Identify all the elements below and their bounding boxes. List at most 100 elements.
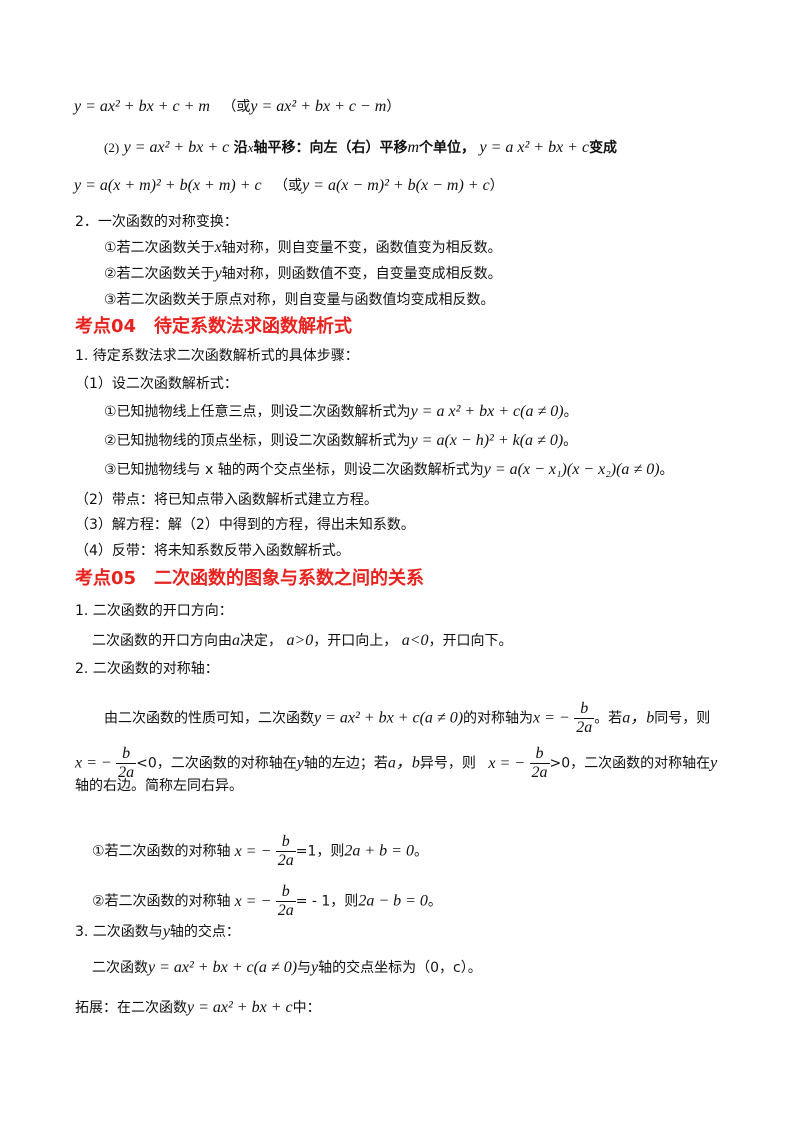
text: = - 1，则 (295, 893, 359, 910)
text: 。 (659, 462, 674, 478)
equation: x = − (488, 754, 526, 772)
fraction-numerator: b (275, 883, 296, 902)
text: 变成 (589, 140, 618, 156)
equation: y = ax² + bx + c (187, 999, 293, 1016)
paragraph: （1）设二次函数解析式： (75, 376, 238, 392)
text: <0，二次函数的对称轴在 (136, 755, 297, 772)
text: 决定， (240, 633, 282, 649)
text: ②若二次函数的对称轴 (92, 893, 231, 910)
item-number: (2) (104, 140, 120, 155)
paragraph: 2. 二次函数的对称轴： (75, 661, 219, 677)
text: 轴平移：向左（右）平移 (253, 140, 408, 156)
text: ） (386, 99, 401, 115)
text: =1，则 (295, 843, 345, 860)
equation: y = a(x − h)² + k(a ≠ 0) (410, 432, 564, 449)
list-item: ③已知抛物线与 x 轴的两个交点坐标，则设二次函数解析式为y = a(x − x… (104, 460, 674, 480)
text: 由二次函数的性质可知，二次函数 (104, 710, 314, 727)
fraction-denominator: 2a (576, 719, 593, 736)
text: ①已知抛物线上任意三点，则设二次函数解析式为 (104, 404, 411, 420)
text: （或 (274, 178, 303, 194)
equation: y = ax² + bx + c (123, 139, 230, 156)
text: 。 (563, 433, 578, 449)
variable: m (407, 139, 420, 156)
equation: y = ax² + bx + c + m (74, 98, 210, 115)
text: 二次函数的开口方向由 (92, 633, 232, 649)
text: 轴对称，则函数值不变，自变量变成相反数。 (221, 266, 502, 282)
text: 轴的左边；若 (303, 755, 388, 772)
text: ①若二次函数的对称轴 (92, 843, 231, 860)
equation: y = a x² + bx + c(a ≠ 0) (410, 403, 564, 420)
equation: y = ax² + bx + c(a ≠ 0) (148, 959, 298, 976)
equation: 2a − b = 0 (358, 892, 428, 910)
heading-04: 考点04 待定系数法求函数解析式 (75, 316, 353, 337)
formula-line-3: y = a(x + m)² + b(x + m) + c （或y = a(x −… (74, 176, 504, 196)
equation: x = − (75, 754, 112, 772)
variable: y (710, 754, 718, 772)
text: 二次函数 (92, 960, 148, 976)
fraction-numerator: b (574, 700, 595, 719)
equation: y = a(x − m)² + b(x − m) + c (302, 177, 490, 194)
paragraph: 二次函数的开口方向由a决定， a>0，开口向上， a<0，开口向下。 (92, 631, 513, 651)
paragraph: 3. 二次函数与y轴的交点： (75, 922, 240, 942)
paragraph: 1. 待定系数法求二次函数解析式的具体步骤： (75, 348, 359, 364)
text: ①若二次函数关于 (104, 240, 215, 256)
fraction-denominator: 2a (277, 852, 294, 869)
text: ③已知抛物线与 x 轴的两个交点坐标，则设二次函数解析式为 (104, 462, 484, 478)
heading-05: 考点05 二次函数的图象与系数之间的关系 (75, 568, 425, 589)
paragraph: 1. 二次函数的开口方向： (75, 603, 233, 619)
variable: y (311, 959, 319, 976)
equation: y = a x² + bx + c (479, 139, 590, 156)
equation: x = − (234, 842, 272, 860)
equation: y = a(x − x₁)(x − x₂)(a ≠ 0) (483, 461, 660, 478)
text: 的对称轴为 (463, 710, 534, 727)
paragraph: （3）解方程：解（2）中得到的方程，得出未知系数。 (75, 517, 415, 533)
text: 同号，则 (654, 710, 711, 727)
variables: a，b (387, 754, 420, 772)
paragraph: 二次函数y = ax² + bx + c(a ≠ 0)与y轴的交点坐标为（0，c… (92, 958, 482, 978)
inequality: a<0 (401, 632, 429, 649)
list-item: ②已知抛物线的顶点坐标，则设二次函数解析式为y = a(x − h)² + k(… (104, 431, 577, 451)
variable: a (232, 632, 240, 649)
text: （或 (222, 99, 251, 115)
paragraph: 由二次函数的性质可知，二次函数y = ax² + bx + c(a ≠ 0)的对… (104, 700, 710, 737)
paragraph: 拓展：在二次函数y = ax² + bx + c中： (75, 998, 321, 1018)
text: 。 (563, 404, 578, 420)
text: ，开口向下。 (428, 633, 513, 649)
fraction-denominator: 2a (118, 764, 135, 781)
text: 拓展：在二次函数 (75, 1000, 187, 1016)
text: 轴的交点坐标为（0，c）。 (318, 960, 482, 976)
variable: x (214, 239, 222, 256)
section-title: 2．一次函数的对称变换： (75, 214, 238, 230)
text: ②若二次函数关于 (104, 266, 215, 282)
variable: y (162, 923, 170, 940)
text: 沿 (233, 140, 248, 156)
paragraph: （4）反带：将未知系数反带入函数解析式。 (75, 543, 350, 559)
inequality: a>0 (286, 632, 314, 649)
text: 轴对称，则自变量不变，函数值变为相反数。 (221, 240, 502, 256)
fraction-numerator: b (529, 745, 550, 764)
text: 。 (427, 893, 442, 910)
fraction-numerator: b (275, 833, 296, 852)
variable: y (296, 754, 304, 772)
text: ②已知抛物线的顶点坐标，则设二次函数解析式为 (104, 433, 411, 449)
text: >0，二次函数的对称轴在 (549, 755, 711, 772)
variables: a，b (622, 709, 655, 727)
paragraph: 轴的右边。简称左同右异。 (75, 778, 243, 794)
equation: y = ax² + bx + c − m (250, 98, 387, 115)
text: 轴的交点： (169, 924, 240, 940)
list-item: ③若二次函数关于原点对称，则自变量与函数值均变成相反数。 (104, 292, 495, 308)
text: 个单位， (419, 140, 476, 156)
fraction-denominator: 2a (531, 764, 548, 781)
equation: y = ax² + bx + c(a ≠ 0) (314, 709, 464, 727)
paragraph: （2）带点：将已知点带入函数解析式建立方程。 (75, 492, 378, 508)
formula-line-2: (2) y = ax² + bx + c 沿x轴平移：向左（右）平移m个单位， … (104, 138, 617, 158)
list-item: ①若二次函数关于x轴对称，则自变量不变，函数值变为相反数。 (104, 238, 502, 258)
equation: x = − (234, 892, 272, 910)
